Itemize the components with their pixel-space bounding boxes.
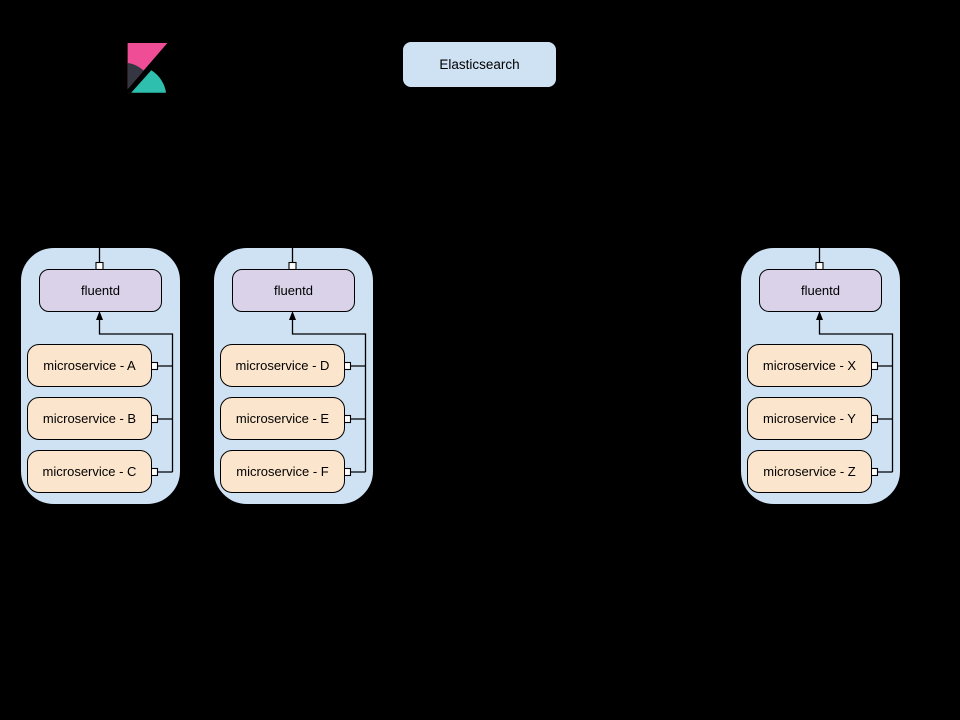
elasticsearch-label: Elasticsearch	[439, 57, 520, 72]
pod-container-3: fluentd microservice - X microservice - …	[740, 247, 901, 505]
microservice-label: microservice - Y	[763, 411, 856, 426]
arrow-into-fluentd	[816, 311, 823, 320]
arrow-into-fluentd	[289, 311, 296, 320]
elasticsearch-node: Elasticsearch	[402, 41, 557, 88]
fluentd-label: fluentd	[80, 283, 121, 298]
microservice-label: microservice - B	[42, 411, 137, 426]
fluentd-label: fluentd	[273, 283, 314, 298]
microservice-node: microservice - C	[27, 450, 152, 493]
microservice-label: microservice - A	[43, 358, 136, 373]
arrow-into-fluentd	[96, 311, 103, 320]
kibana-logo-icon	[127, 43, 168, 93]
microservice-node: microservice - D	[220, 344, 345, 387]
pod-container-1: fluentd microservice - A microservice - …	[20, 247, 181, 505]
microservice-label: microservice - X	[762, 358, 857, 373]
microservice-node: microservice - Z	[747, 450, 872, 493]
microservice-node: microservice - A	[27, 344, 152, 387]
fluentd-node: fluentd	[39, 269, 162, 312]
microservice-node: microservice - E	[220, 397, 345, 440]
microservice-node: microservice - X	[747, 344, 872, 387]
fluentd-node: fluentd	[232, 269, 355, 312]
kibana-logo-teal-shape	[131, 70, 167, 93]
microservice-node: microservice - F	[220, 450, 345, 493]
microservice-label: microservice - E	[235, 411, 330, 426]
microservice-label: microservice - D	[235, 358, 330, 373]
pod-container-2: fluentd microservice - D microservice - …	[213, 247, 374, 505]
kibana-logo-dark-shape	[127, 62, 144, 90]
fluentd-node: fluentd	[759, 269, 882, 312]
microservice-label: microservice - F	[236, 464, 329, 479]
fluentd-label: fluentd	[800, 283, 841, 298]
microservice-node: microservice - Y	[747, 397, 872, 440]
microservice-label: microservice - Z	[763, 464, 856, 479]
microservice-node: microservice - B	[27, 397, 152, 440]
microservice-label: microservice - C	[42, 464, 137, 479]
